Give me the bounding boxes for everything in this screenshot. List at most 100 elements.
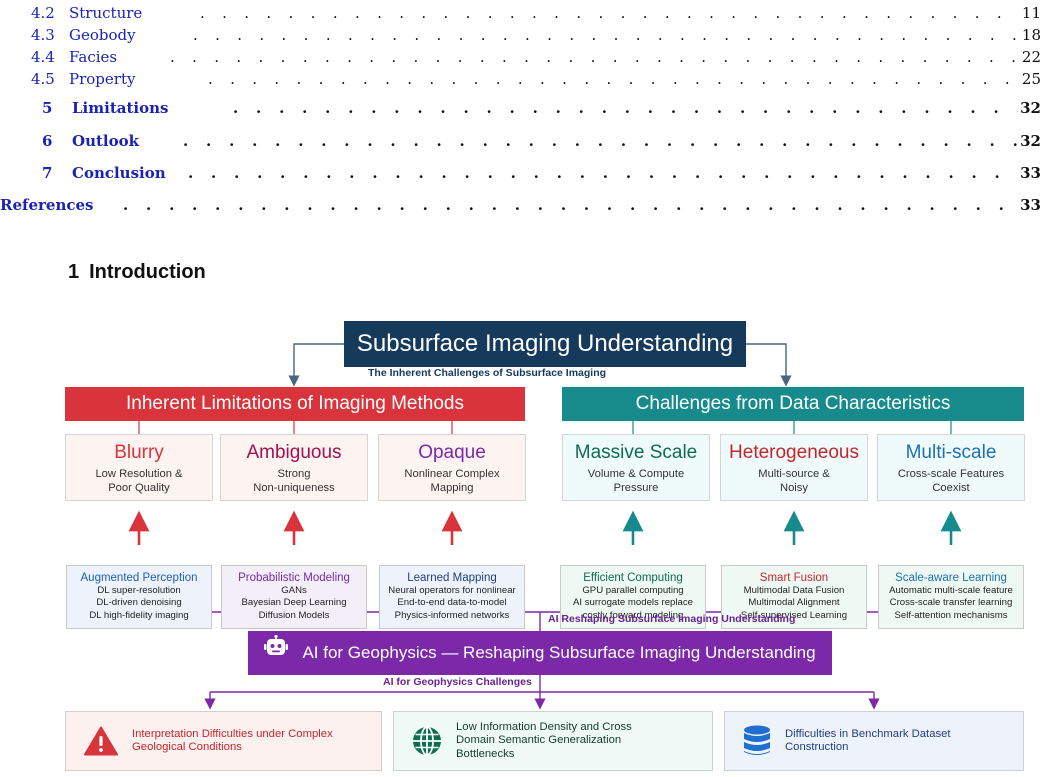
toc-entry-facies[interactable]: 4.4 Facies . . . . . . . . . . . . . . .… xyxy=(0,48,1046,72)
toc-entry-limitations[interactable]: 5 Limitations . . . . . . . . . . . . . … xyxy=(0,99,1046,123)
solution-line: GANs xyxy=(281,585,307,596)
solution-line: Multimodal Data Fusion xyxy=(743,585,845,596)
solution-learned-mapping: Learned Mapping Neural operators for non… xyxy=(379,565,525,629)
toc-title: References xyxy=(0,196,94,214)
toc-number: 4.5 xyxy=(31,70,55,88)
toc-number: 4.3 xyxy=(31,26,55,44)
ai-challenges-caption: AI for Geophysics Challenges xyxy=(383,676,532,688)
solution-line: Automatic multi-scale feature xyxy=(889,585,1013,596)
section-title: Introduction xyxy=(89,261,206,283)
solution-probabilistic-modeling: Probabilistic Modeling GANs Bayesian Dee… xyxy=(221,565,367,629)
section-heading: 1 Introduction xyxy=(68,261,206,284)
problem-card-blurry: Blurry Low Resolution &Poor Quality xyxy=(65,434,213,501)
solution-line: Multimodal Alignment xyxy=(748,597,840,609)
solution-line: Self-attention mechanisms xyxy=(894,609,1008,621)
problem-subtitle: Multi-source &Noisy xyxy=(758,468,830,494)
toc-title: Property xyxy=(69,70,136,88)
database-icon xyxy=(743,725,771,757)
toc-page-number: 33 xyxy=(1020,196,1041,214)
toc-leader-dots: . . . . . . . . . . . . . . . . . . . . … xyxy=(193,26,1018,44)
toc-title: Structure xyxy=(69,4,143,22)
toc-page-number: 32 xyxy=(1020,99,1041,117)
toc-leader-dots: . . . . . . . . . . . . . . . . . . . . … xyxy=(183,132,1018,150)
toc-leader-dots: . . . . . . . . . . . . . . . . . . . . … xyxy=(170,48,1018,66)
subsurface-imaging-title-box: Subsurface Imaging Understanding xyxy=(344,321,746,367)
solution-title: Learned Mapping xyxy=(407,572,497,584)
solution-line: Self-supervised Learning xyxy=(740,609,848,621)
inherent-challenges-caption: The Inherent Challenges of Subsurface Im… xyxy=(368,367,607,379)
toc-leader-dots: . . . . . . . . . . . . . . . . . . . . … xyxy=(123,196,1018,214)
toc-page-number: 11 xyxy=(1021,4,1041,22)
toc-entry-structure[interactable]: 4.2 Structure . . . . . . . . . . . . . … xyxy=(0,4,1046,28)
section-number: 1 xyxy=(68,261,80,283)
challenge-interpretation-difficulties: Interpretation Difficulties under Comple… xyxy=(65,711,382,771)
solution-line: Cross-scale transfer learning xyxy=(889,597,1013,609)
solution-efficient-computing: Efficient Computing GPU parallel computi… xyxy=(560,565,706,629)
robot-icon xyxy=(264,630,289,674)
toc-entry-conclusion[interactable]: 7 Conclusion . . . . . . . . . . . . . .… xyxy=(0,164,1046,188)
toc-entry-outlook[interactable]: 6 Outlook . . . . . . . . . . . . . . . … xyxy=(0,132,1046,156)
problem-title: Blurry xyxy=(114,442,164,463)
solution-smart-fusion: Smart Fusion Multimodal Data Fusion Mult… xyxy=(721,565,867,629)
solution-line: Diffusion Models xyxy=(258,609,330,621)
toc-title: Limitations xyxy=(72,99,169,117)
solution-line: Bayesian Deep Learning xyxy=(241,597,347,609)
solution-line: AI surrogate models replace xyxy=(573,597,693,609)
toc-entry-references[interactable]: References . . . . . . . . . . . . . . .… xyxy=(0,196,1046,220)
solution-line: costly forward modeling xyxy=(582,609,684,621)
problem-title: Multi-scale xyxy=(905,442,997,463)
problem-title: Massive Scale xyxy=(574,442,698,463)
problem-title: Opaque xyxy=(418,442,486,463)
toc-number: 5 xyxy=(42,99,53,117)
toc-page-number: 22 xyxy=(1021,48,1041,66)
solution-line: DL high-fidelity imaging xyxy=(89,609,189,621)
toc-entry-geobody[interactable]: 4.3 Geobody . . . . . . . . . . . . . . … xyxy=(0,26,1046,50)
toc-entry-property[interactable]: 4.5 Property . . . . . . . . . . . . . .… xyxy=(0,70,1046,94)
problem-subtitle: Low Resolution &Poor Quality xyxy=(95,468,183,494)
toc-leader-dots: . . . . . . . . . . . . . . . . . . . . … xyxy=(233,99,1018,117)
toc-leader-dots: . . . . . . . . . . . . . . . . . . . . … xyxy=(200,4,1018,22)
challenge-text: Interpretation Difficulties under Comple… xyxy=(132,727,333,754)
ai-for-geophysics-box: AI for Geophysics — Reshaping Subsurface… xyxy=(248,631,832,675)
solution-line: DL super-resolution xyxy=(97,585,181,596)
toc-title: Outlook xyxy=(72,132,140,150)
toc-title: Geobody xyxy=(69,26,136,44)
problem-title: Ambiguous xyxy=(246,442,342,463)
solution-line: Neural operators for nonlinear xyxy=(388,585,516,596)
toc-page-number: 33 xyxy=(1020,164,1041,182)
problem-card-heterogeneous: Heterogeneous Multi-source &Noisy xyxy=(720,434,868,501)
solution-title: Probabilistic Modeling xyxy=(238,572,350,584)
toc-page-number: 32 xyxy=(1020,132,1041,150)
solution-line: GPU parallel computing xyxy=(582,585,684,596)
toc-leader-dots: . . . . . . . . . . . . . . . . . . . . … xyxy=(208,70,1018,88)
toc-number: 4.2 xyxy=(31,4,55,22)
solution-augmented-perception: Augmented Perception DL super-resolution… xyxy=(66,565,212,629)
globe-icon xyxy=(412,726,442,756)
solution-line: DL-driven denoising xyxy=(96,597,182,609)
ai-reshaping-caption: AI Reshaping Subsurface Imaging Understa… xyxy=(548,613,796,625)
toc-number: 6 xyxy=(42,132,53,150)
toc-page-number: 18 xyxy=(1021,26,1041,44)
data-characteristics-banner: Challenges from Data Characteristics xyxy=(562,387,1024,421)
toc-leader-dots: . . . . . . . . . . . . . . . . . . . . … xyxy=(188,164,1018,182)
solution-scale-aware-learning: Scale-aware Learning Automatic multi-sca… xyxy=(878,565,1024,629)
toc-title: Facies xyxy=(69,48,118,66)
warning-icon xyxy=(84,726,118,756)
solution-title: Scale-aware Learning xyxy=(895,572,1007,584)
solution-line: End-to-end data-to-model xyxy=(397,597,507,609)
solution-title: Augmented Perception xyxy=(80,572,198,584)
imaging-limitations-banner: Inherent Limitations of Imaging Methods xyxy=(65,387,525,421)
